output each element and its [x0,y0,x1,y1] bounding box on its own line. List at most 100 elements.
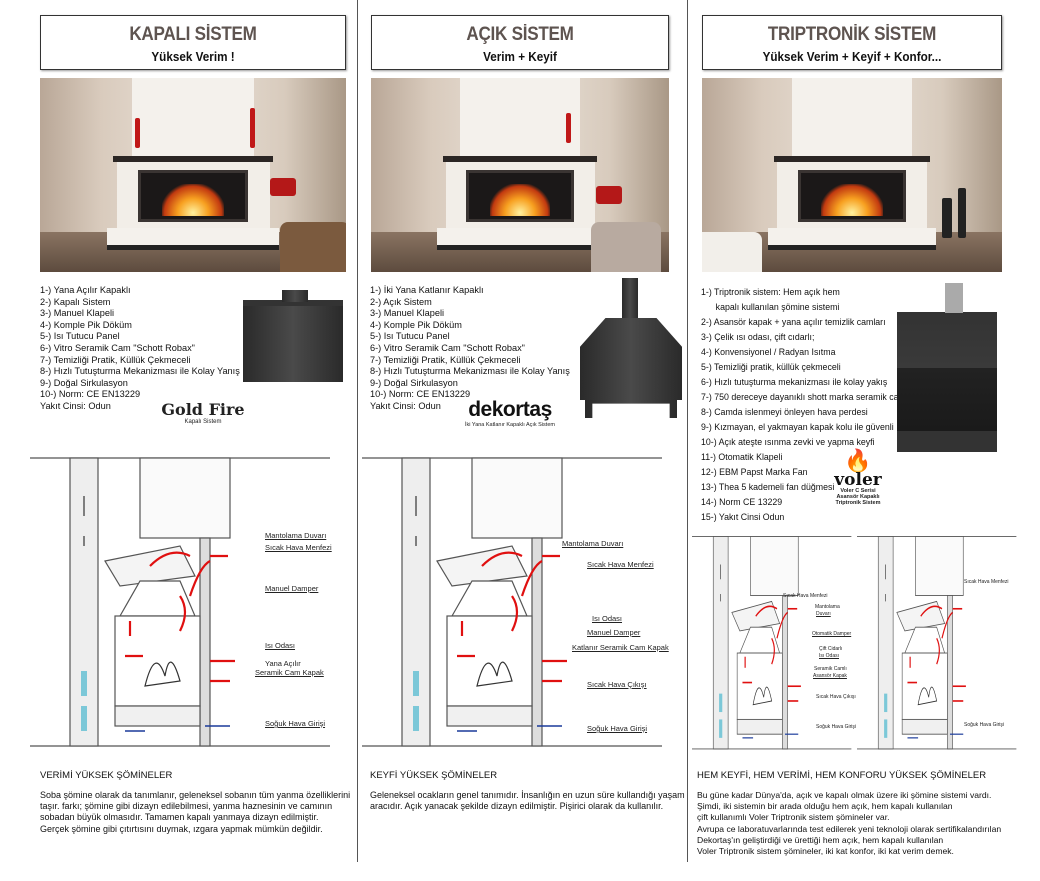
spec-item: Yakıt Cinsi: Odun [40,400,111,411]
stove-legs [585,400,677,418]
airflow-diagram-acik: Mantolama Duvarı Sıcak Hava Menfezi Isı … [362,456,682,761]
diagram-label: Seramik Cam Kapak [255,668,324,677]
spec-item: 9-) Doğal Sirkulasyon [370,377,458,388]
section-subtitle: Yüksek Verim ! [151,49,235,64]
stove-flue [622,278,638,318]
diagram-label: Isı Odası [265,641,296,650]
diagram-label: Sıcak Hava Çıkışı [587,680,647,689]
stove-flue [945,283,963,313]
diagram-label: Mantolama Duvarı [562,539,624,548]
stove-product-image [243,300,343,382]
section-title: AÇIK SİSTEM [466,24,574,45]
bottom-title: KEYFİ YÜKSEK ŞÖMİNELER [370,770,498,781]
gold-fire-logo: Gold Fire Kapalı Sistem [161,400,245,425]
spec-list: 1-) Yana Açılır Kapaklı 2-) Kapalı Siste… [40,285,240,413]
spec-item: 4-) Komple Pik Döküm [40,319,132,330]
diagram-label: Sıcak Hava Menfezi [587,560,654,569]
section-subtitle: Verim + Keyif [483,49,557,64]
spec-item: 2-) Açık Sistem [370,296,432,307]
spec-item: 1-) Yana Açılır Kapaklı [40,285,131,295]
section-subtitle: Yüksek Verim + Keyif + Konfor... [762,49,942,64]
diagram-label: Sıcak Hava Menfezi [783,593,828,599]
diagram-label: Isı Odası [592,614,623,623]
spec-list: 1-) İki Yana Katlanır Kapaklı 2-) Açık S… [370,285,570,413]
diagram-label: Seramik Camlı [814,666,847,672]
diagram-label: Manuel Damper [587,628,641,637]
spec-item: 6-) Vitro Seramik Cam "Schott Robax" [370,342,525,353]
diagram-label: Çift Cidarlı [819,646,843,652]
bottom-description: Soba şömine olarak da tanımlanır, gelene… [40,790,351,834]
spec-item: 4-) Konvensiyonel / Radyan Isıtma [701,347,836,357]
spec-item: 7-) 750 dereceye dayanıklı shott marka s… [701,392,911,402]
spec-item: 6-) Hızlı tutuşturma mekanizması ile kol… [701,377,888,387]
bottom-title: VERİMİ YÜKSEK ŞÖMİNELER [40,770,173,781]
spec-item: 13-) Thea 5 kademeli fan düğmesi [701,482,835,492]
diagram-label: Otomatik Damper [812,631,852,637]
diagram-label: Manuel Damper [265,584,319,593]
spec-item: 9-) Doğal Sirkulasyon [40,377,128,388]
spec-item: 8-) Camda islenmeyi önleyen hava perdesi [701,407,868,417]
header-box-kapali: KAPALI SİSTEM Yüksek Verim ! [40,15,346,70]
spec-item: 11-) Otomatik Klapeli [701,452,783,462]
spec-item: kapalı kullanılan şömine sistemi [701,302,840,312]
spec-item: 4-) Komple Pik Döküm [370,319,462,330]
fireplace-photo [40,78,346,272]
spec-list: 1-) Triptronik sistem: Hem açık hem kapa… [701,285,910,525]
spec-item: 8-) Hızlı Tutuşturma Mekanizması ile Kol… [40,366,240,377]
spec-item: 7-) Temizliği Pratik, Küllük Çekmeceli [370,354,521,365]
bottom-description: Geleneksel ocakların genel tanımıdır. İn… [370,790,685,812]
diagram-label: Katlanır Seramik Cam Kapak [572,643,669,652]
diagram-label: Soğuk Hava Girişi [964,722,1005,728]
diagram-label: Mantolama Duvarı [265,531,327,540]
spec-item: 3-) Manuel Klapeli [40,308,115,319]
header-box-triptronik: TRIPTRONİK SİSTEM Yüksek Verim + Keyif +… [702,15,1002,70]
stove-flue [282,290,308,302]
header-box-acik: AÇIK SİSTEM Verim + Keyif [371,15,669,70]
spec-item: 7-) Temizliği Pratik, Küllük Çekmeceli [40,354,191,365]
section-title: KAPALI SİSTEM [129,24,257,45]
spec-item: 2-) Asansör kapak + yana açılır temizlik… [701,317,886,327]
diagram-label: Soğuk Hava Girişi [265,719,326,728]
airflow-diagram-kapali: Mantolama Duvarı Sıcak Hava Menfezi Manu… [30,456,350,761]
diagram-label: Isı Odası [819,653,840,659]
spec-item: 3-) Manuel Klapeli [370,308,445,319]
spec-item: 12-) EBM Papst Marka Fan [701,467,808,477]
diagram-label: Yana Açılır [265,659,301,668]
diagram-label: Soğuk Hava Girişi [816,724,857,730]
spec-item: 8-) Hızlı Tutuşturma Mekanizması ile Kol… [370,366,570,377]
spec-item: 3-) Çelik ısı odası, çift cıdarlı; [701,332,815,342]
fireplace-photo [371,78,669,272]
spec-item: 5-) Temizliği pratik, küllük çekmeceli [701,362,841,372]
spec-item: 9-) Kızmayan, el yakmayan kapak kolu ile… [701,422,894,432]
column-divider [357,0,358,862]
bottom-title: HEM KEYFİ, HEM VERİMİ, HEM KONFORU YÜKSE… [697,770,987,781]
spec-item: 1-) Triptronik sistem: Hem açık hem [701,287,840,297]
diagram-label: Duvarı [816,611,831,617]
spec-item: 5-) Isı Tutucu Panel [40,331,120,342]
diagram-label: Soğuk Hava Girişi [587,724,648,733]
diagram-label: Asansör Kapak [813,673,847,679]
diagram-label: Sıcak Hava Menfezi [964,579,1009,585]
spec-item: 14-) Norm CE 13229 [701,497,783,507]
diagram-label: Sıcak Hava Menfezi [265,543,332,552]
fireplace-photo [702,78,1002,272]
spec-item: Yakıt Cinsi: Odun [370,400,441,411]
voler-logo: 🔥 voler Voler C Serisi Asansör Kapaklı T… [834,448,882,507]
stove-product-image [580,318,682,400]
bottom-description: Bu güne kadar Dünya'da, açık ve kapalı o… [697,790,1002,857]
section-title: TRIPTRONİK SİSTEM [767,24,937,45]
column-divider [687,0,688,862]
spec-item: 15-) Yakıt Cinsi Odun [701,512,785,522]
spec-item: 2-) Kapalı Sistem [40,296,111,307]
spec-item: 6-) Vitro Seramik Cam "Schott Robax" [40,342,195,353]
stove-product-image [897,312,997,452]
diagram-label: Sıcak Hava Çıkışı [816,694,856,700]
dekortas-logo: dekortaş İki Yana Katlanır Kapaklı Açık … [465,398,555,428]
spec-item: 10-) Norm: CE EN13229 [370,389,471,400]
spec-item: 1-) İki Yana Katlanır Kapaklı [370,285,484,295]
airflow-diagram-triptronik: Sıcak Hava Menfezi Mantolama Duvarı Otom… [692,535,1032,760]
spec-item: 10-) Norm: CE EN13229 [40,389,141,400]
spec-item: 5-) Isı Tutucu Panel [370,331,450,342]
spec-item: 10-) Açık ateşte ısınma zevki ve yapma k… [701,437,875,447]
diagram-label: Mantolama [815,604,840,610]
